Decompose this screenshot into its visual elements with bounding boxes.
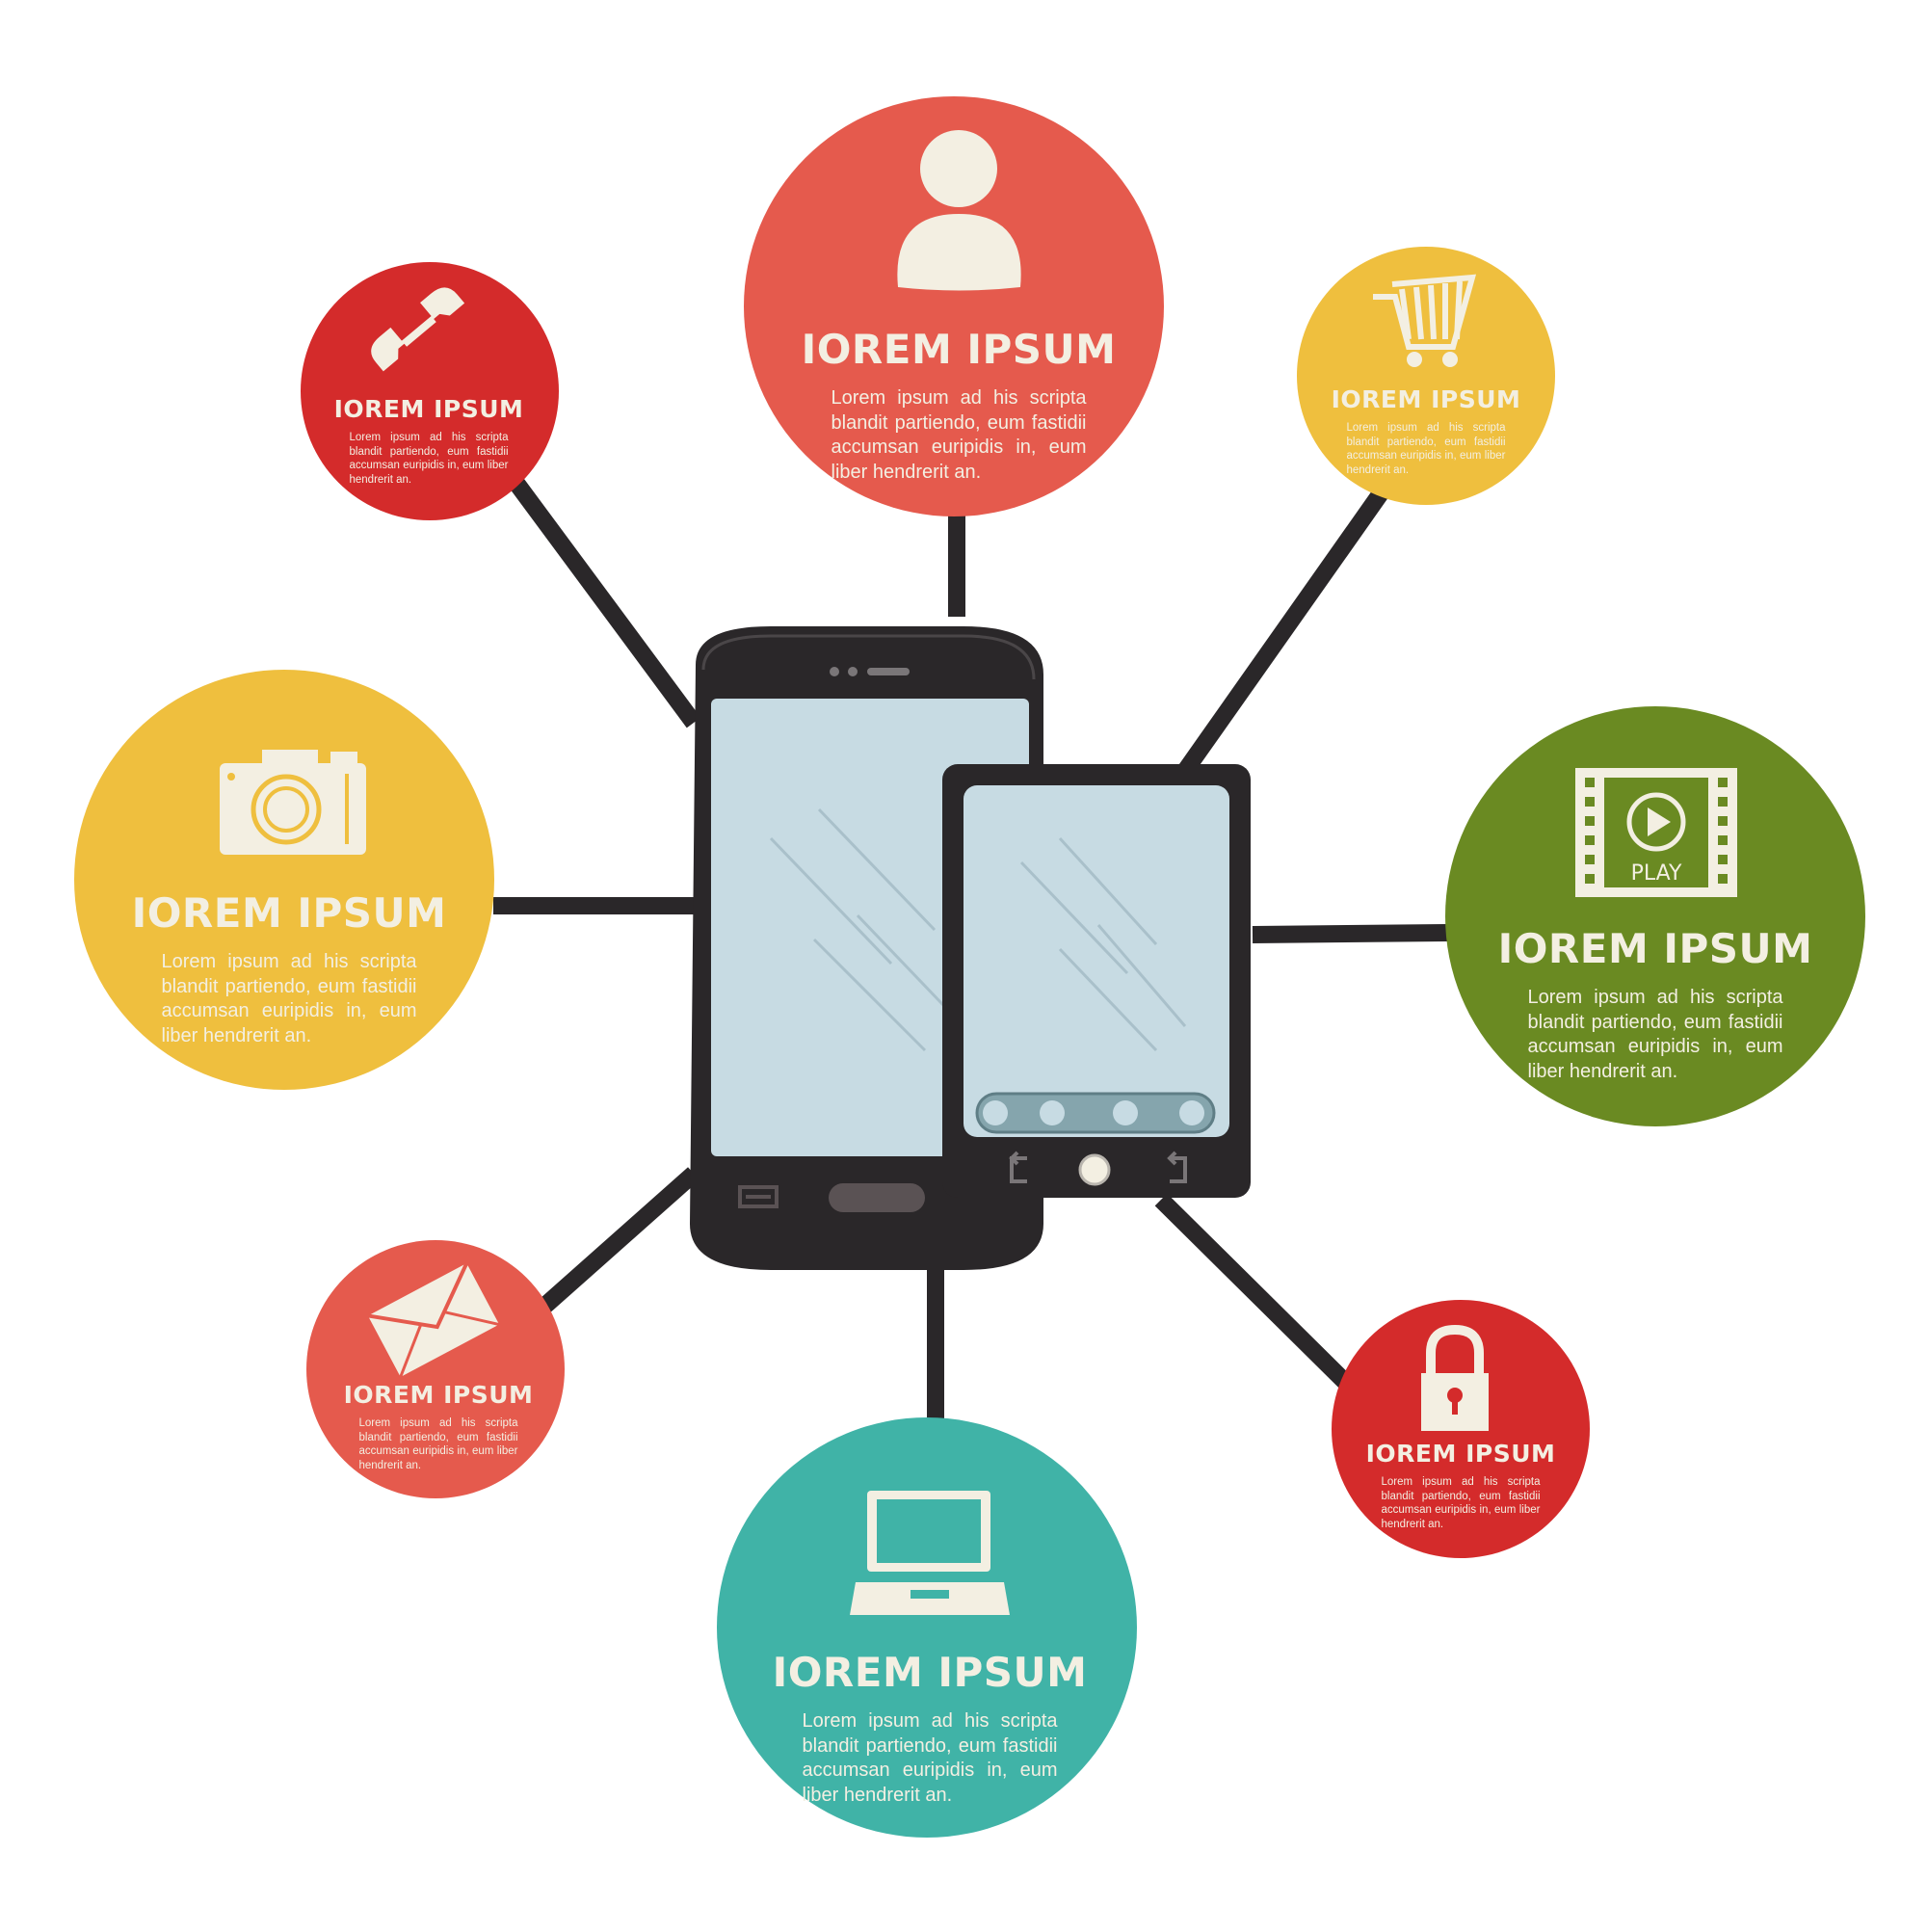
connector-mail — [534, 1167, 700, 1317]
node-video: IOREM IPSUM Lorem ipsum ad his scripta b… — [1498, 908, 1812, 1084]
smartphone-speaker — [867, 668, 910, 675]
return-arrow-icon — [1167, 1151, 1187, 1183]
node-title: IOREM IPSUM — [801, 326, 1117, 373]
circle-laptop — [717, 1417, 1137, 1838]
laptop-icon — [850, 1491, 1010, 1615]
connector-cart — [1177, 488, 1388, 777]
camera-icon — [220, 750, 366, 855]
node-description: Lorem ipsum ad his scripta blandit parti… — [802, 1710, 1058, 1806]
circle-phone — [301, 262, 559, 520]
node-title: IOREM IPSUM — [333, 395, 524, 423]
node-description: Lorem ipsum ad his scripta blandit parti… — [831, 387, 1087, 483]
node-phone: IOREM IPSUM Lorem ipsum ad his scripta b… — [334, 385, 523, 488]
node-title: IOREM IPSUM — [772, 1649, 1088, 1696]
connector-lock — [1154, 1193, 1354, 1390]
node-title: IOREM IPSUM — [343, 1381, 534, 1409]
tablet-dock — [975, 1092, 1216, 1134]
node-title: IOREM IPSUM — [131, 889, 447, 937]
node-laptop: IOREM IPSUM Lorem ipsum ad his scripta b… — [773, 1631, 1087, 1808]
node-title: IOREM IPSUM — [1497, 925, 1813, 972]
envelope-icon — [367, 1262, 500, 1378]
back-arrow-icon — [1009, 1151, 1027, 1183]
circle-video — [1445, 706, 1865, 1126]
node-description: Lorem ipsum ad his scripta blandit parti… — [349, 432, 509, 487]
connector-video — [1252, 924, 1448, 943]
circle-cart — [1297, 247, 1555, 505]
menu-icon — [738, 1185, 779, 1208]
node-lock: IOREM IPSUM Lorem ipsum ad his scripta b… — [1366, 1430, 1555, 1532]
tablet-home-button — [1078, 1153, 1111, 1186]
node-mail: IOREM IPSUM Lorem ipsum ad his scripta b… — [344, 1371, 533, 1473]
node-title: IOREM IPSUM — [1331, 385, 1521, 413]
tablet-screen-glare — [1019, 836, 1187, 1052]
node-circles — [74, 96, 1865, 1838]
video-play-icon: PLAY — [1575, 768, 1737, 897]
node-description: Lorem ipsum ad his scripta blandit parti… — [1346, 422, 1506, 477]
smartphone-camera — [848, 667, 858, 676]
node-description: Lorem ipsum ad his scripta blandit parti… — [161, 951, 417, 1046]
circle-user — [744, 96, 1164, 516]
circle-camera — [74, 670, 494, 1090]
user-icon — [897, 130, 1021, 291]
node-camera: IOREM IPSUM Lorem ipsum ad his scripta b… — [132, 872, 446, 1048]
tablet-screen — [964, 785, 1229, 1137]
connectors — [493, 476, 1448, 1428]
connector-phone — [508, 476, 701, 728]
node-cart: IOREM IPSUM Lorem ipsum ad his scripta b… — [1332, 376, 1520, 478]
phone-icon — [371, 287, 465, 372]
node-description: Lorem ipsum ad his scripta blandit parti… — [1527, 987, 1783, 1082]
dock-app-4 — [1179, 1100, 1204, 1125]
smartphone-bezel-highlight — [701, 634, 1036, 680]
padlock-icon — [1421, 1324, 1489, 1431]
dock-app-1 — [983, 1100, 1008, 1125]
dock-app-2 — [1040, 1100, 1065, 1125]
node-user: IOREM IPSUM Lorem ipsum ad his scripta b… — [802, 308, 1116, 485]
video-play-label: PLAY — [1631, 861, 1682, 886]
circle-mail — [306, 1240, 565, 1498]
node-description: Lorem ipsum ad his scripta blandit parti… — [1381, 1476, 1541, 1531]
shopping-cart-icon — [1373, 274, 1477, 367]
tablet-device — [942, 764, 1251, 1198]
node-description: Lorem ipsum ad his scripta blandit parti… — [358, 1417, 518, 1472]
node-title: IOREM IPSUM — [1365, 1440, 1556, 1468]
smartphone-home-button — [829, 1183, 925, 1212]
smartphone-sensor — [830, 667, 839, 676]
dock-app-3 — [1113, 1100, 1138, 1125]
